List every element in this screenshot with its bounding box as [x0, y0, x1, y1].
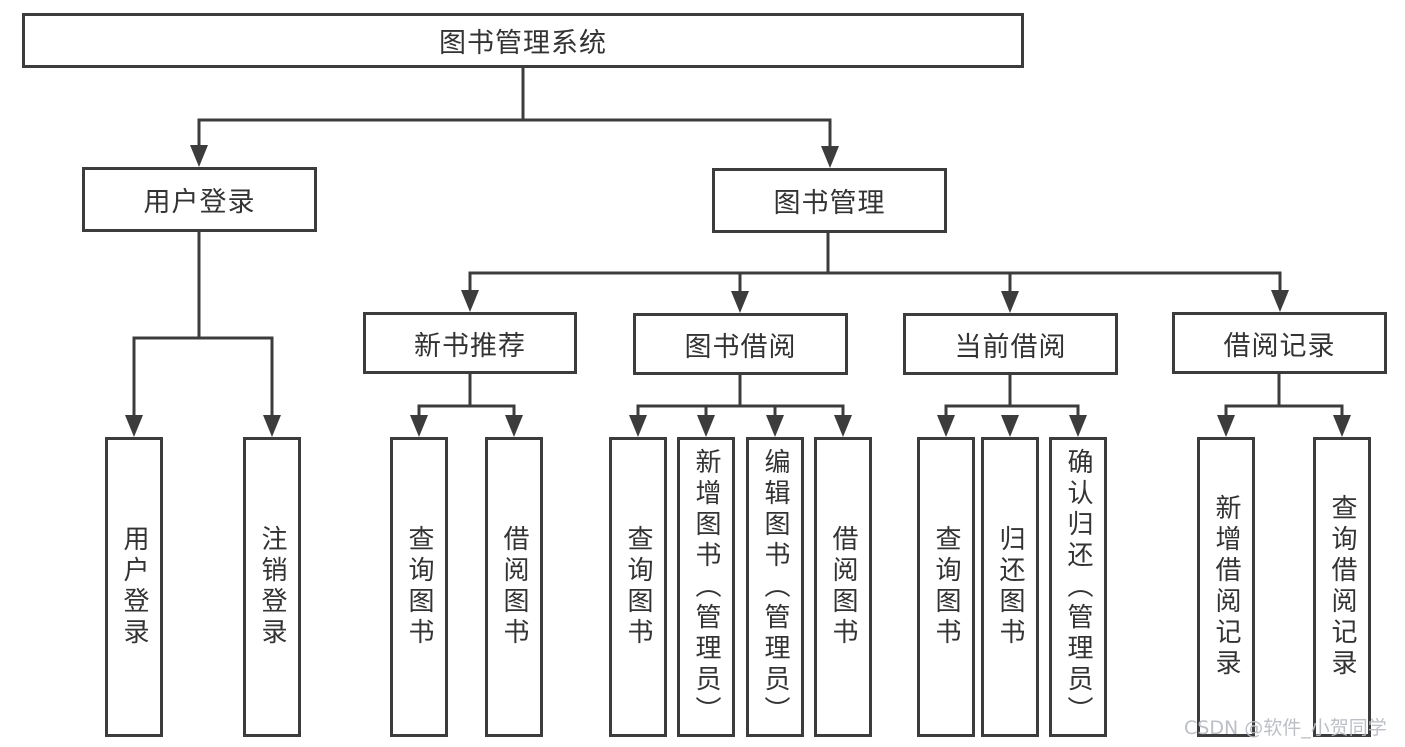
leaf-return-books: 归还图书: [981, 437, 1039, 737]
node-borrow-records-label: 借阅记录: [1223, 330, 1336, 362]
arrowheads: [125, 145, 1351, 437]
leaf-query-books-current-label: 查询图书: [931, 525, 961, 649]
leaf-user-login-label: 用户登录: [119, 525, 149, 649]
node-current-borrow: 当前借阅: [903, 313, 1118, 375]
node-current-borrow-label: 当前借阅: [954, 331, 1067, 363]
leaf-add-borrow-record-label: 新增借阅记录: [1211, 494, 1241, 680]
node-book-management-label: 图书管理: [773, 188, 886, 219]
node-book-borrow-label: 图书借阅: [684, 331, 797, 363]
leaf-user-login: 用户登录: [105, 437, 163, 737]
csdn-watermark: CSDN @软件_小贺同学: [1184, 717, 1387, 739]
node-user-login: 用户登录: [82, 167, 317, 232]
node-book-management: 图书管理: [712, 168, 947, 233]
leaf-logout: 注销登录: [243, 437, 301, 737]
leaf-add-books-admin: 新增图书（管理员）: [677, 437, 735, 737]
leaf-return-books-label: 归还图书: [995, 525, 1025, 649]
leaf-add-borrow-record: 新增借阅记录: [1197, 437, 1255, 737]
leaf-borrow-books-label: 借阅图书: [828, 525, 858, 649]
leaf-edit-books-admin: 编辑图书（管理员）: [746, 437, 804, 737]
node-user-login-label: 用户登录: [143, 187, 256, 218]
leaf-borrow-books-recommend-label: 借阅图书: [499, 525, 529, 649]
leaf-borrow-books: 借阅图书: [814, 437, 872, 737]
node-borrow-records: 借阅记录: [1172, 312, 1387, 374]
node-new-book-recommend-label: 新书推荐: [414, 330, 526, 362]
leaf-query-books-recommend-label: 查询图书: [404, 525, 434, 649]
leaf-confirm-return-admin-label: 确认归还（管理员）: [1063, 447, 1093, 727]
node-root: 图书管理系统: [22, 13, 1024, 68]
leaf-query-books-borrow: 查询图书: [609, 437, 667, 737]
node-book-borrow: 图书借阅: [633, 313, 848, 375]
leaf-query-books-recommend: 查询图书: [390, 437, 448, 737]
leaf-confirm-return-admin: 确认归还（管理员）: [1049, 437, 1107, 737]
leaf-add-books-admin-label: 新增图书（管理员）: [691, 447, 721, 727]
leaf-edit-books-admin-label: 编辑图书（管理员）: [760, 447, 790, 727]
leaf-query-books-current: 查询图书: [917, 437, 975, 737]
node-root-label: 图书管理系统: [439, 28, 607, 59]
leaf-query-borrow-record: 查询借阅记录: [1313, 437, 1371, 737]
node-new-book-recommend: 新书推荐: [363, 312, 577, 374]
leaf-borrow-books-recommend: 借阅图书: [485, 437, 543, 737]
leaf-query-borrow-record-label: 查询借阅记录: [1327, 494, 1357, 680]
leaf-logout-label: 注销登录: [257, 525, 287, 649]
leaf-query-books-borrow-label: 查询图书: [623, 525, 653, 649]
